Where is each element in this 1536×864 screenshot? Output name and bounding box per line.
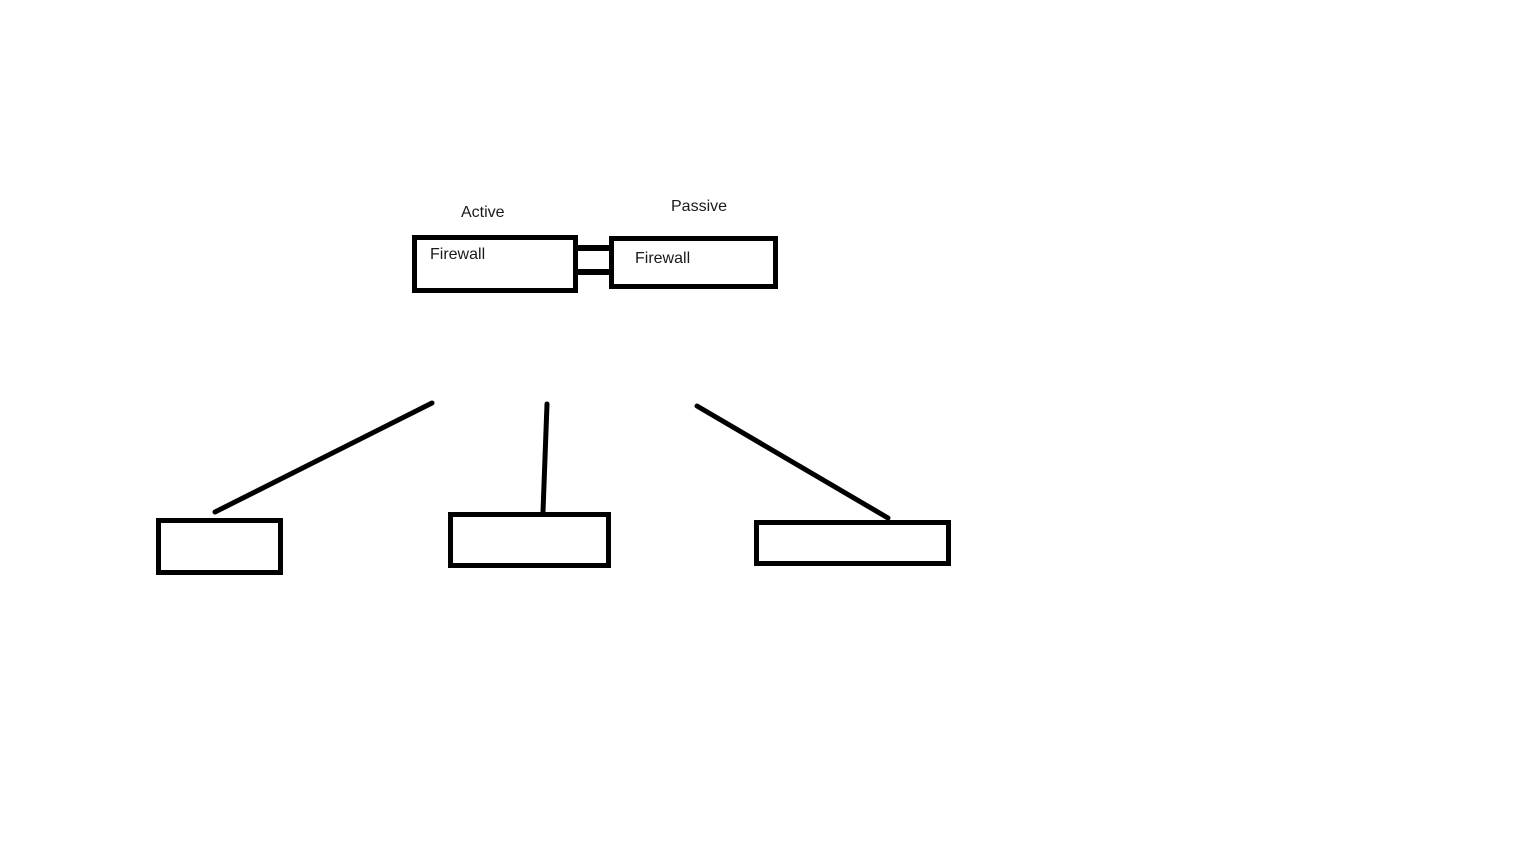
- active-caption: Active: [461, 204, 505, 221]
- passive-caption: Passive: [671, 198, 728, 215]
- drop-line-right: [694, 403, 891, 521]
- bottom-box-middle: [448, 512, 611, 568]
- drop-line-left: [212, 400, 435, 515]
- drop-line-middle: [540, 401, 550, 515]
- active-firewall-box: Firewall: [412, 235, 578, 293]
- passive-firewall-box: Firewall: [609, 236, 778, 289]
- bottom-box-right: [754, 520, 951, 566]
- passive-firewall-label: Firewall: [635, 250, 691, 267]
- active-firewall-label: Firewall: [430, 246, 486, 263]
- bottom-box-left: [156, 518, 283, 575]
